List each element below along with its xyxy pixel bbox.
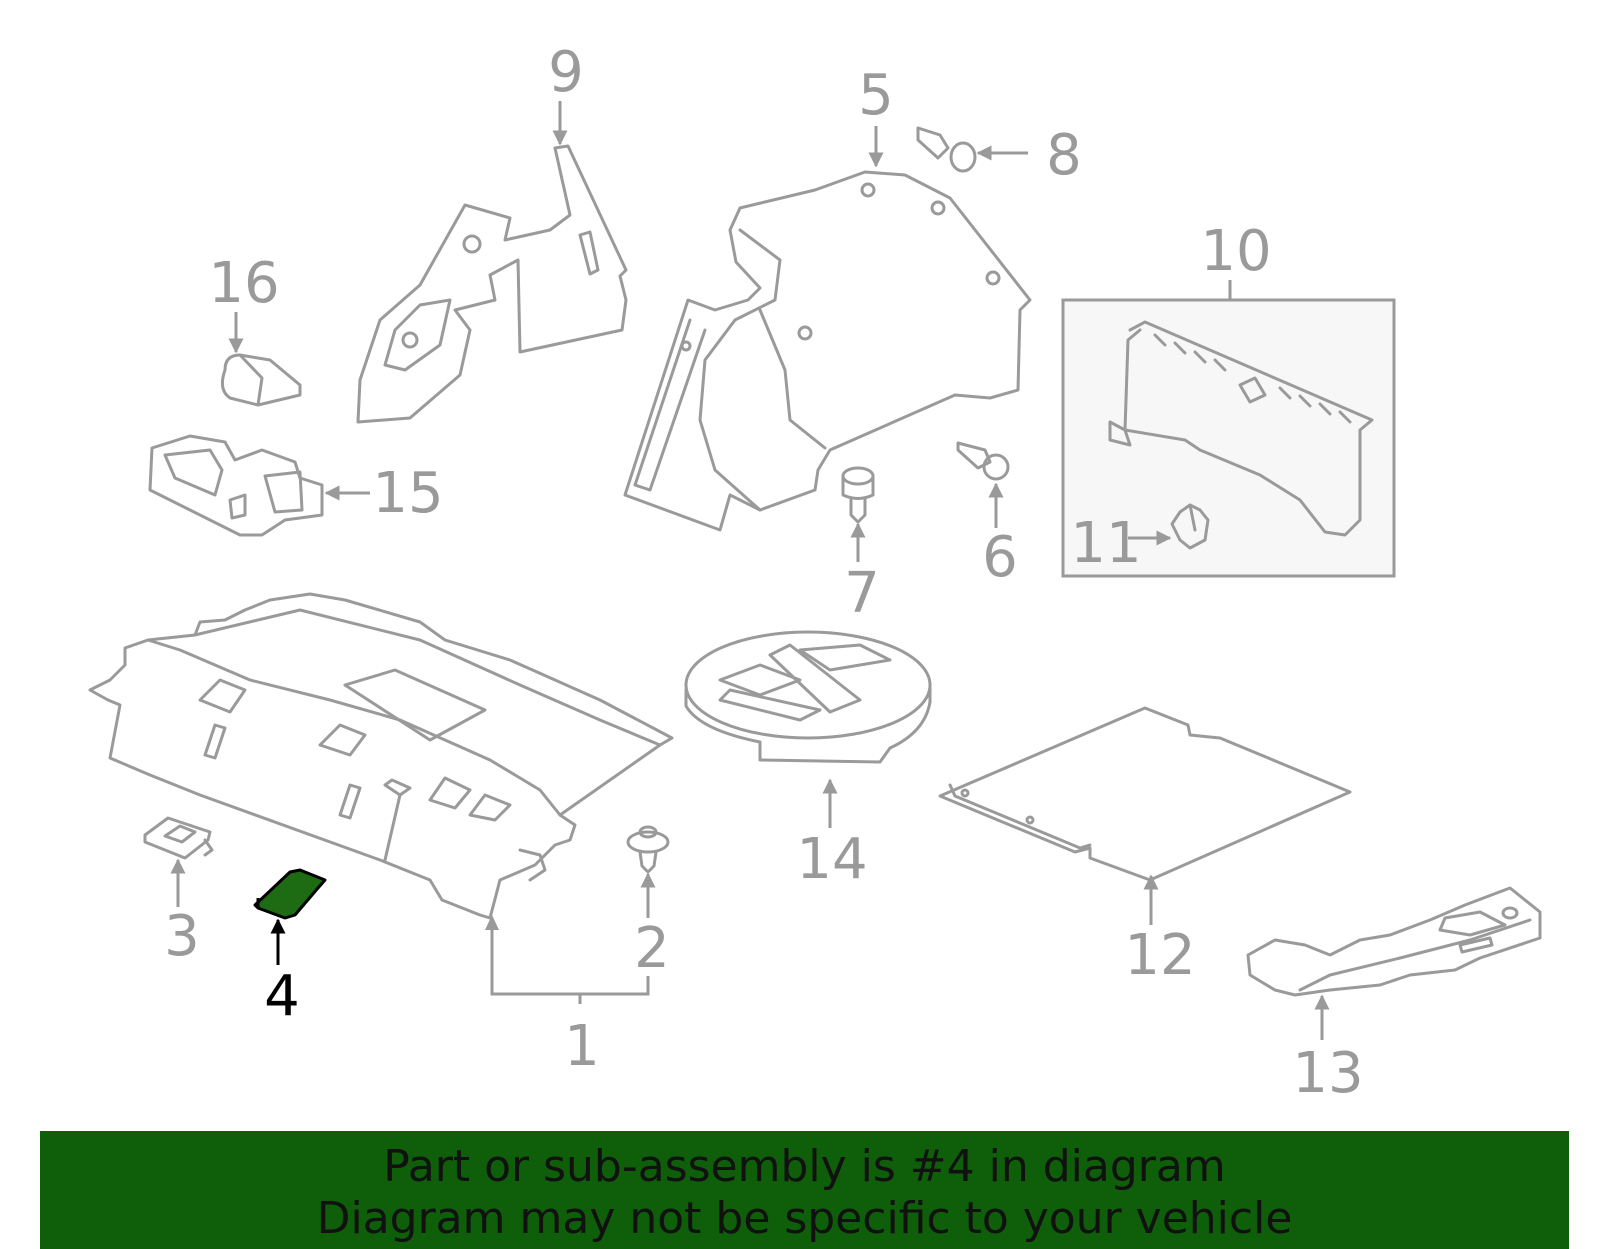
callout-1: 1 <box>564 1014 600 1079</box>
banner-line-part: Part or sub-assembly is #4 in diagram <box>383 1141 1226 1192</box>
callout-11: 11 <box>1070 511 1141 576</box>
part-4-pad-highlighted <box>253 868 327 920</box>
part-8-screw <box>916 126 977 173</box>
callout-5: 5 <box>858 63 894 128</box>
part-10-group <box>1061 298 1396 578</box>
part-1-rear-shelf <box>88 592 674 920</box>
part-14-spare-cover <box>684 630 932 764</box>
part-12-trunk-mat <box>938 706 1352 882</box>
callout-3: 3 <box>164 904 200 969</box>
banner-line-disclaimer: Diagram may not be specific to your vehi… <box>316 1193 1293 1244</box>
info-banner: Part or sub-assembly is #4 in diagram Di… <box>40 1131 1569 1249</box>
callout-10: 10 <box>1200 219 1271 284</box>
part-15-tray <box>148 434 324 537</box>
callout-4: 4 <box>264 964 300 1029</box>
callout-12: 12 <box>1124 923 1195 988</box>
part-3-clip <box>143 816 214 860</box>
part-9-bracket <box>356 144 628 424</box>
callout-15: 15 <box>372 461 443 526</box>
part-5-side-panel <box>623 170 1032 532</box>
part-13-sill-trim <box>1246 886 1542 997</box>
part-16-clip <box>220 353 302 407</box>
leader-lines <box>170 101 1330 1040</box>
callout-6: 6 <box>982 525 1018 590</box>
callout-9: 9 <box>548 40 584 105</box>
part-7-bolt <box>841 466 875 524</box>
callout-13: 13 <box>1292 1041 1363 1106</box>
callout-labels: 9 5 8 16 10 15 11 6 7 14 12 13 3 4 2 1 <box>164 40 1363 1106</box>
callout-8: 8 <box>1046 123 1082 188</box>
part-2-push-clip <box>626 825 670 874</box>
callout-7: 7 <box>844 561 880 626</box>
callout-2: 2 <box>634 916 670 981</box>
part-6-screw <box>956 441 1010 481</box>
callout-14: 14 <box>796 827 867 892</box>
callout-16: 16 <box>208 251 279 316</box>
